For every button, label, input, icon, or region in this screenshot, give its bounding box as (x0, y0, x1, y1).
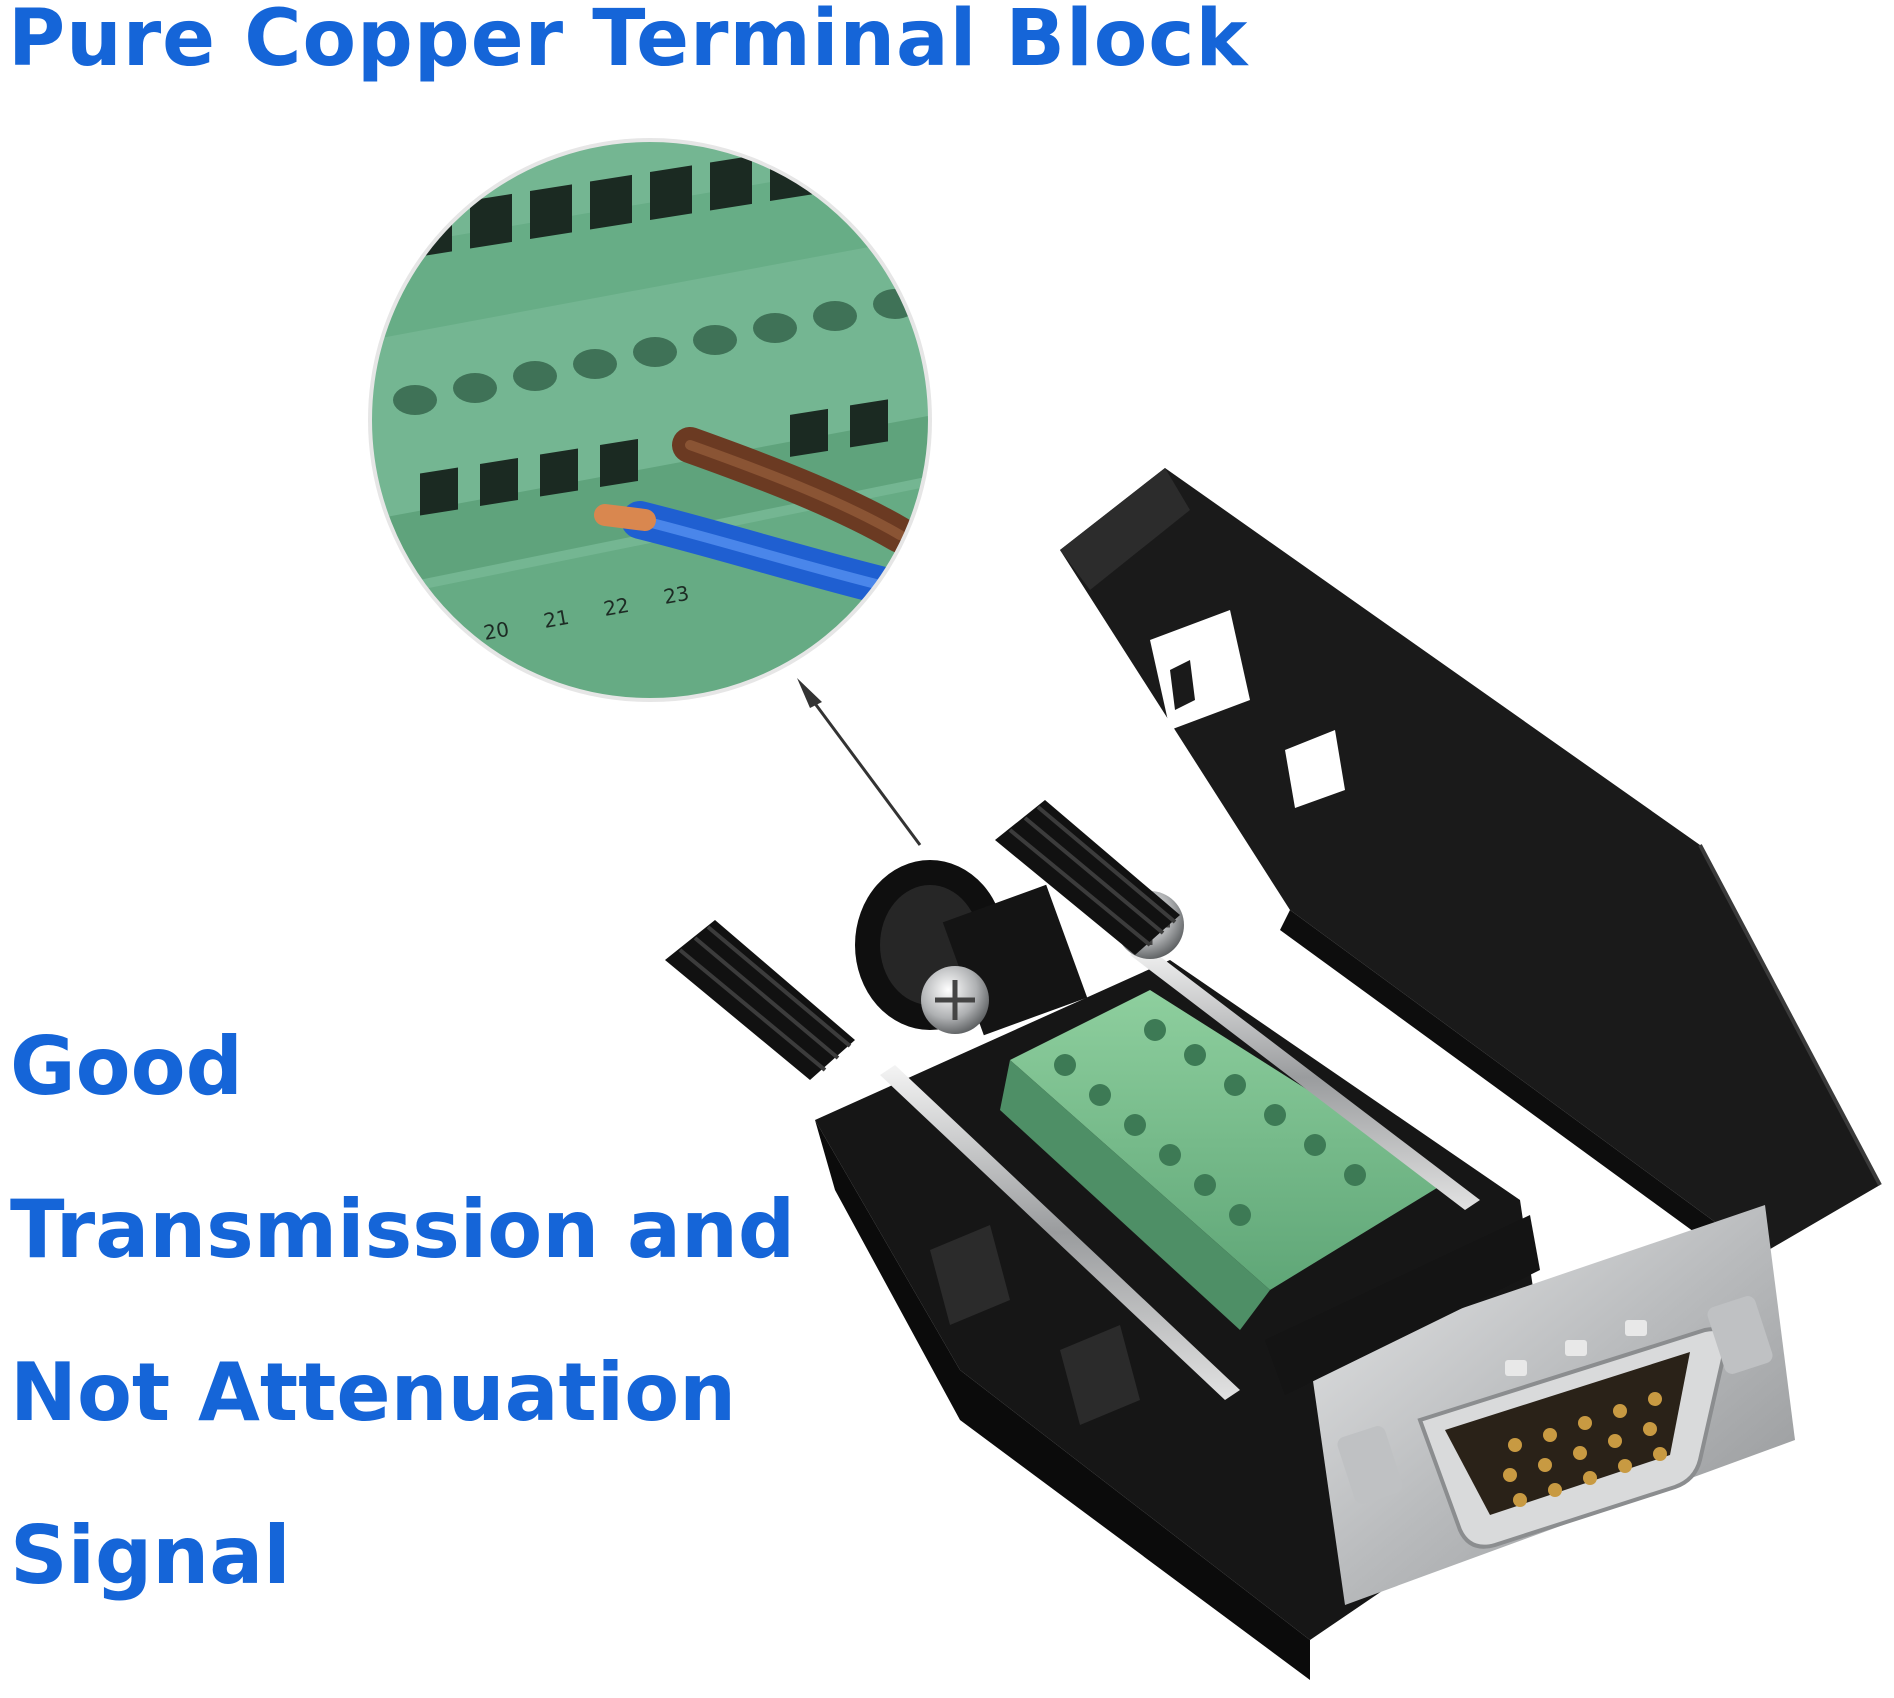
guide-rods (880, 945, 1480, 1400)
inset-screw-holes (393, 289, 917, 415)
connector-cover (1060, 468, 1882, 1280)
benefit-line-1: Good (10, 1020, 243, 1113)
inset-number-23: 23 (662, 581, 691, 609)
dsub-connector (1417, 1320, 1728, 1549)
inset-number-21: 21 (542, 605, 571, 633)
benefit-text: Good Transmission and Not Attenuation Si… (10, 985, 840, 1637)
headline: Pure Copper Terminal Block (8, 0, 1249, 84)
inset-top-slots (370, 140, 930, 340)
benefit-line-4: Signal (10, 1509, 291, 1602)
jack-screws (1337, 1296, 1773, 1504)
inset-wires (594, 427, 918, 604)
inset-zoom: 20 21 22 23 (368, 138, 932, 702)
inset-number-20: 20 (482, 617, 511, 645)
thumb-screws (665, 800, 1180, 1080)
benefit-line-2: Transmission and (10, 1183, 796, 1276)
benefit-line-3: Not Attenuation (10, 1346, 737, 1439)
pointer-arrow (797, 678, 922, 846)
terminal-block (1000, 990, 1450, 1330)
inset-number-22: 22 (602, 593, 631, 621)
inset-pin-numbers: 20 21 22 23 (482, 581, 691, 645)
